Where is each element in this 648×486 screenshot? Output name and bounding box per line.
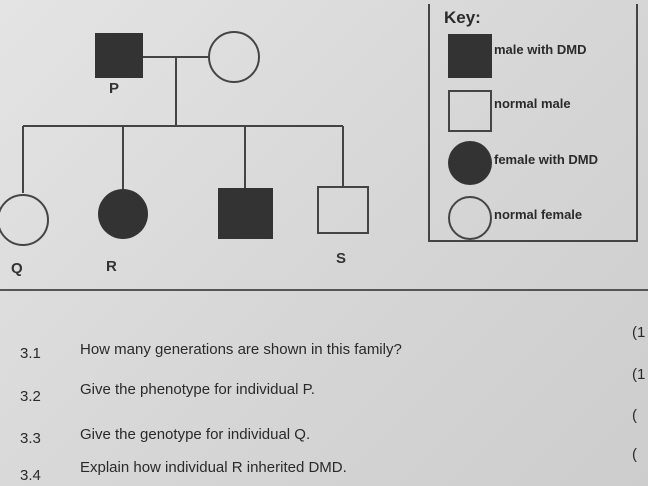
section-divider — [0, 289, 648, 291]
question-mark-allocation: (1 — [632, 324, 646, 341]
question-number: 3.4 — [20, 467, 41, 484]
individual-q-normal-female — [0, 194, 49, 246]
pedigree-chart — [0, 31, 369, 246]
question-mark-allocation: (1 — [632, 366, 646, 383]
key-normal-male-icon — [448, 90, 492, 132]
question-mark-allocation: ( — [632, 446, 637, 463]
question-text: Give the genotype for individual Q. — [80, 426, 311, 443]
label-r: R — [106, 258, 117, 275]
question-text: Explain how individual R inherited DMD. — [80, 459, 347, 476]
question-mark-allocation: ( — [632, 407, 637, 424]
question-number: 3.2 — [20, 388, 41, 405]
label-q: Q — [11, 260, 23, 277]
individual-r-affected-female — [98, 189, 148, 239]
question-number: 3.1 — [20, 345, 41, 362]
question-text: Give the phenotype for individual P. — [80, 381, 315, 398]
individual-mother-normal-female — [208, 31, 260, 83]
individual-p-affected-male — [95, 33, 143, 78]
key-affected-female-icon — [448, 141, 492, 185]
label-p: P — [109, 80, 120, 97]
key-normal-female-icon — [448, 196, 492, 240]
individual-affected-male-son — [218, 188, 273, 239]
key-label-normal-male: normal male — [494, 96, 571, 111]
question-text: How many generations are shown in this f… — [80, 341, 402, 358]
key-label-normal-female: normal female — [494, 207, 583, 222]
key-label-affected-female: female with DMD — [494, 152, 599, 167]
key-title: Key: — [444, 8, 481, 27]
label-s: S — [336, 250, 347, 267]
question-number: 3.3 — [20, 430, 41, 447]
individual-s-normal-male — [317, 186, 369, 234]
key-box: Key: male with DMD normal male female wi… — [428, 4, 638, 242]
key-label-affected-male: male with DMD — [494, 42, 587, 57]
key-affected-male-icon — [448, 34, 492, 78]
